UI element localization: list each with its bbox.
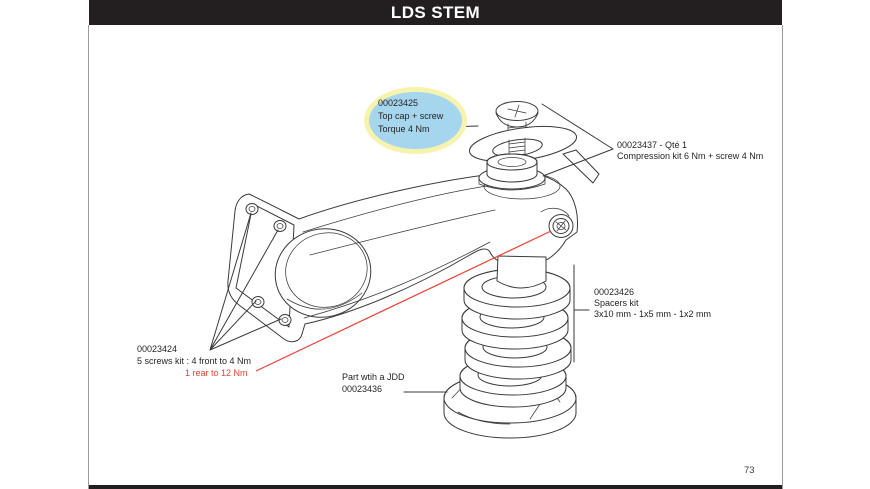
spacers-kit-sizes: 3x10 mm - 1x5 mm - 1x2 mm — [594, 309, 712, 319]
footer-bar — [89, 485, 782, 489]
page-title: LDS STEM — [390, 3, 481, 22]
top-cap-part-number: 00023425 — [378, 98, 419, 108]
highlight-ellipse — [364, 87, 467, 154]
rear-bolt-red-leader-line — [255, 230, 552, 372]
leader-lines — [209, 103, 614, 393]
screws-kit-rear-torque: 1 rear to 12 Nm — [185, 368, 248, 378]
faceplate-bolts — [245, 203, 292, 326]
callout-jdd-part: Part wtih a JDD 00023436 — [342, 371, 405, 395]
callout-compression-kit: 00023437 - Qté 1 Compression kit 6 Nm + … — [617, 140, 763, 162]
screws-kit-front-torque: 5 screws kit : 4 front to 4 Nm — [137, 356, 252, 366]
compression-kit-description: Compression kit 6 Nm + screw 4 Nm — [617, 151, 764, 161]
page-border-right — [782, 25, 783, 489]
top-cap-screw-illustration — [468, 101, 600, 191]
callout-top-cap: 00023425 Top cap + screw Torque 4 Nm — [378, 97, 443, 136]
header-bar: LDS STEM — [89, 0, 782, 25]
callout-screws-kit: 00023424 5 screws kit : 4 front to 4 Nm … — [137, 343, 251, 379]
page-border-left — [88, 25, 89, 489]
callout-spacers-kit: 00023426 Spacers kit 3x10 mm - 1x5 mm - … — [594, 287, 711, 320]
compression-kit-part-number: 00023437 - Qté 1 — [617, 140, 688, 150]
spacers-kit-name: Spacers kit — [594, 298, 639, 308]
top-cap-torque: Torque 4 Nm — [378, 124, 430, 134]
jdd-part-description: Part wtih a JDD — [342, 372, 405, 382]
top-cap-description: Top cap + screw — [378, 111, 444, 121]
stem-body-illustration — [227, 171, 578, 343]
jdd-part-number: 00023436 — [342, 384, 383, 394]
screws-kit-part-number: 00023424 — [137, 344, 178, 354]
spacers-illustration — [459, 268, 572, 408]
page-number: 73 — [744, 465, 755, 476]
spacers-kit-part-number: 00023426 — [594, 287, 635, 297]
